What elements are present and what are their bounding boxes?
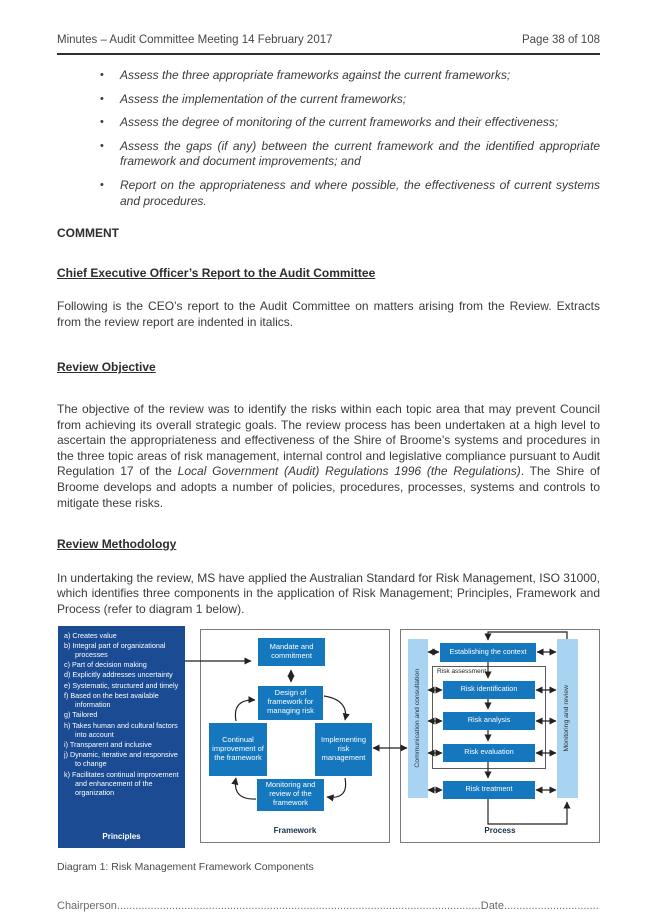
establishing-context-box: Establishing the context	[440, 642, 536, 662]
bullet-text: Assess the implementation of the current…	[120, 91, 407, 106]
review-objective-paragraph: The objective of the review was to ident…	[57, 402, 600, 511]
communication-consultation-text: Communication and consultation	[413, 668, 421, 768]
list-item: • Assess the degree of monitoring of the…	[57, 115, 600, 131]
monitoring-review-framework-box: Monitoring and review of the framework	[257, 778, 324, 811]
design-framework-box: Design of framework for managing risk	[258, 685, 323, 720]
risk-analysis-box: Risk analysis	[443, 711, 535, 730]
principle-item: k) Facilitates continual improvement and…	[64, 769, 179, 798]
objective-text-citation: Local Government (Audit) Regulations 199…	[177, 464, 521, 479]
list-item: • Assess the three appropriate framework…	[57, 68, 600, 84]
objective-text-2: . The Shire of Broome develops and adopt…	[57, 464, 600, 510]
bullet-icon: •	[100, 178, 104, 191]
monitoring-review-text: Monitoring and review	[563, 684, 571, 752]
objective-text-1: The objective of the review was to ident…	[57, 402, 600, 479]
risk-assessment-label: Risk assessment	[437, 667, 487, 675]
principle-item: d) Explicitly addresses uncertainty	[64, 670, 173, 680]
monitoring-review-bar: Monitoring and review	[557, 638, 578, 798]
list-item: • Assess the gaps (if any) between the c…	[57, 139, 600, 170]
ceo-report-paragraph: Following is the CEO’s report to the Aud…	[57, 299, 600, 329]
principle-item: a) Creates value	[64, 630, 117, 640]
chairperson-dotted-line: ........................................…	[116, 899, 481, 912]
bullet-icon: •	[100, 68, 104, 81]
diagram-caption: Diagram 1: Risk Management Framework Com…	[57, 860, 314, 873]
risk-evaluation-box: Risk evaluation	[443, 743, 535, 762]
page-header: Minutes – Audit Committee Meeting 14 Feb…	[57, 0, 600, 55]
principle-item: c) Part of decision making	[64, 660, 147, 670]
bullet-icon: •	[100, 92, 104, 105]
review-methodology-heading: Review Methodology	[57, 537, 177, 552]
framework-label: Framework	[273, 826, 317, 836]
review-objective-heading: Review Objective	[57, 360, 156, 375]
bullet-text: Assess the three appropriate frameworks …	[120, 67, 511, 82]
signature-line: Chairperson.............................…	[57, 899, 600, 913]
bullet-icon: •	[100, 139, 104, 152]
principle-item: i) Transparent and inclusive	[64, 740, 152, 749]
bullet-text: Assess the degree of monitoring of the c…	[120, 115, 559, 130]
principles-panel: a) Creates value b) Integral part of org…	[58, 625, 185, 848]
principle-item: f) Based on the best available informati…	[64, 690, 159, 710]
communication-consultation-bar: Communication and consultation	[408, 638, 428, 798]
header-title: Minutes – Audit Committee Meeting 14 Feb…	[57, 34, 333, 46]
bullet-text: Report on the appropriateness and where …	[120, 177, 600, 208]
ceo-report-heading: Chief Executive Officer’s Report to the …	[57, 265, 376, 280]
bullet-list: • Assess the three appropriate framework…	[57, 68, 600, 209]
continual-improvement-box: Continual improvement of the framework	[209, 722, 267, 776]
review-methodology-paragraph: In undertaking the review, MS have appli…	[57, 570, 600, 616]
process-label: Process	[484, 826, 516, 836]
bullet-icon: •	[100, 116, 104, 129]
principle-item: b) Integral part of organizational proce…	[64, 640, 166, 660]
comment-heading: COMMENT	[57, 226, 119, 241]
header-page-number: Page 38 of 108	[521, 34, 600, 46]
date-label: Date	[480, 899, 504, 912]
principle-item: g) Tailored	[64, 710, 98, 720]
risk-identification-box: Risk identification	[443, 680, 535, 699]
principles-label: Principles	[102, 832, 141, 842]
mandate-commitment-box: Mandate and commitment	[258, 637, 325, 666]
principle-item: e) Systematic, structured and timely	[64, 680, 179, 690]
chairperson-label: Chairperson	[57, 899, 117, 912]
risk-management-diagram: a) Creates value b) Integral part of org…	[57, 625, 600, 851]
principle-item: j) Dynamic, iterative and responsive to …	[64, 750, 178, 769]
implementing-risk-box: Implementing risk management	[315, 722, 372, 776]
bullet-text: Assess the gaps (if any) between the cur…	[120, 138, 600, 169]
date-dotted-line: ...................................	[504, 899, 600, 912]
list-item: • Report on the appropriateness and wher…	[57, 178, 600, 209]
risk-treatment-box: Risk treatment	[443, 780, 535, 799]
list-item: • Assess the implementation of the curre…	[57, 92, 600, 108]
principle-item: h) Takes human and cultural factors into…	[64, 720, 178, 739]
